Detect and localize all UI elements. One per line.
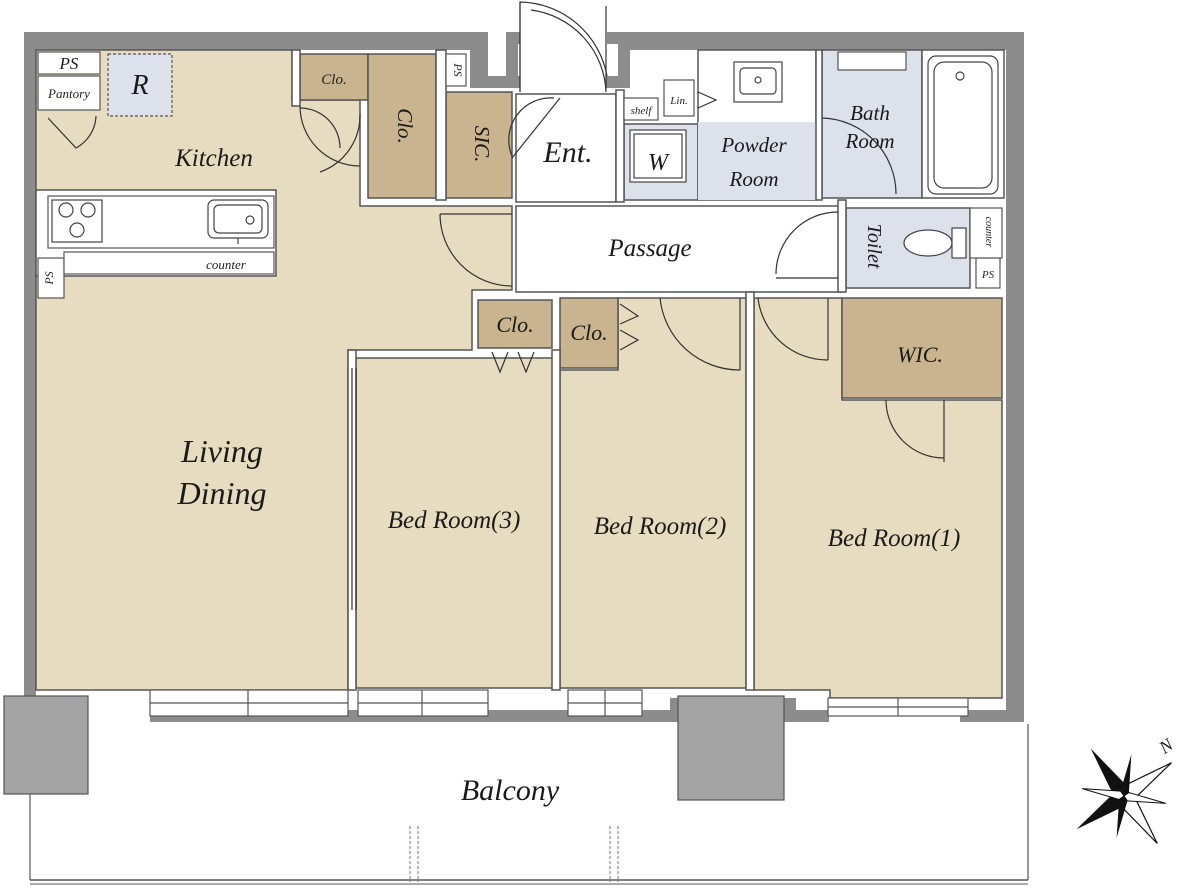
- ps-top-left: [37, 51, 101, 75]
- powder-sink-icon: [733, 61, 783, 103]
- linen-label: Lin.: [669, 95, 687, 107]
- washer-label: W: [648, 150, 670, 176]
- refrigerator-label: R: [130, 70, 148, 101]
- refrigerator: [107, 53, 173, 117]
- closet-small-label: Clo.: [321, 72, 346, 88]
- wic-label: WIC.: [897, 342, 943, 367]
- balcony: [29, 724, 1029, 885]
- bath-label-2: Room: [845, 129, 895, 153]
- passage-label: Passage: [607, 235, 691, 262]
- compass-north-label: N: [1155, 734, 1178, 758]
- washer-icon: [629, 129, 687, 183]
- shoe-closet: [445, 91, 513, 199]
- ps-label-kitchen: PS: [42, 271, 56, 285]
- stove-icon: [51, 199, 103, 243]
- toilet-counter: [969, 207, 1003, 259]
- bed-room-2-label: Bed Room(2): [594, 513, 727, 540]
- walk-in-closet: [841, 297, 1003, 399]
- ps-kitchen: [37, 257, 65, 299]
- kitchen-sink-icon: [207, 199, 269, 244]
- bathtub-icon: [927, 55, 999, 195]
- shoe-closet-label: SIC.: [470, 126, 494, 163]
- ps-entrance: [445, 53, 467, 87]
- shelf-label: shelf: [631, 105, 654, 117]
- powder-label-1: Powder: [720, 133, 787, 157]
- entrance-label: Ent.: [542, 136, 592, 169]
- balcony-label: Balcony: [461, 774, 560, 807]
- bed-room-3-floor: [355, 357, 555, 689]
- ps-toilet: [975, 257, 1001, 289]
- living-label: Living: [180, 433, 263, 469]
- shelf: [623, 97, 659, 121]
- pantory-label: Pantory: [47, 86, 90, 101]
- entrance-floor: [515, 93, 617, 203]
- outer-wall: [24, 32, 1024, 722]
- ps-label-toilet: PS: [981, 269, 995, 281]
- compass-rose-icon: [1076, 748, 1172, 844]
- linen-closet: [663, 79, 695, 117]
- counter-label-kitchen: counter: [206, 257, 247, 272]
- bath-window-bar: [837, 51, 907, 71]
- powder-room-tint: [698, 122, 816, 200]
- bath-label-1: Bath: [850, 101, 890, 125]
- powder-label-2: Room: [729, 167, 779, 191]
- bath-room-floor: [821, 49, 923, 199]
- windows: [149, 689, 969, 717]
- doors: [47, 1, 945, 610]
- toilet-icon: [903, 227, 967, 259]
- toilet-label: Toilet: [863, 224, 885, 269]
- kitchen-label: Kitchen: [174, 145, 253, 172]
- dining-label: Dining: [177, 475, 267, 511]
- closet-tall-label: Clo.: [393, 108, 417, 144]
- pantory: [37, 75, 101, 111]
- closet-tall: [367, 53, 437, 199]
- ps-label-entrance: PS: [451, 62, 465, 76]
- ps-label-top: PS: [59, 54, 79, 73]
- closet-bed2-label: Clo.: [570, 320, 607, 345]
- bed-room-3-label: Bed Room(3): [388, 507, 521, 534]
- bed-room-1-label: Bed Room(1): [828, 525, 961, 552]
- closet-bed3: [477, 299, 553, 349]
- pillar-right: [677, 695, 785, 801]
- counter-label-toilet: counter: [983, 217, 994, 248]
- pillar-left: [3, 695, 89, 795]
- closet-bed3-label: Clo.: [496, 312, 533, 337]
- closet-bed2: [559, 297, 619, 369]
